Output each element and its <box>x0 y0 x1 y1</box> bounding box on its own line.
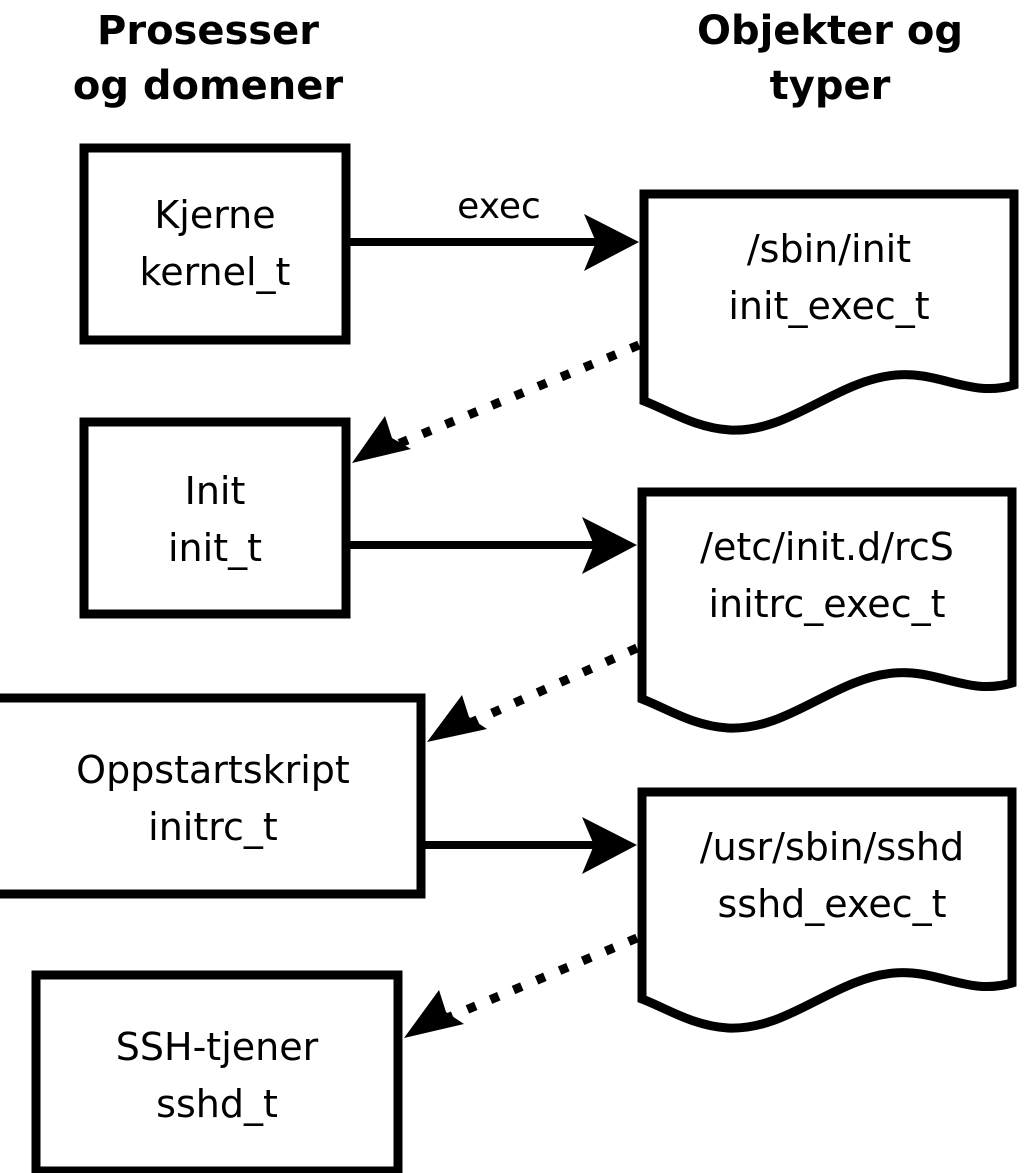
node-initrc-exec-line1: /etc/init.d/rcS <box>700 525 954 569</box>
edge-init-to-initrc-exec <box>350 517 637 574</box>
node-initrc-exec[interactable]: /etc/init.d/rcS initrc_exec_t <box>637 487 1017 733</box>
edge-line <box>468 643 639 728</box>
node-init-exec-document-shape[interactable] <box>639 189 1019 435</box>
node-init-exec-line1: /sbin/init <box>747 227 911 271</box>
edge-line <box>445 933 639 1023</box>
node-sshd-exec-document-shape[interactable] <box>637 787 1017 1033</box>
node-sshd[interactable]: SSH-tjener sshd_t <box>31 970 403 1173</box>
arrowhead-icon <box>584 214 639 271</box>
node-init-exec-line2: init_exec_t <box>728 284 929 328</box>
node-kernel-box[interactable] <box>79 143 351 345</box>
node-initrc-box[interactable] <box>0 693 426 899</box>
arrowhead-icon <box>582 517 637 574</box>
arrowhead-icon <box>404 990 464 1038</box>
node-sshd-box[interactable] <box>31 970 403 1173</box>
column-header-right-line2: typer <box>770 63 891 109</box>
arrowhead-icon <box>427 695 487 742</box>
node-sshd-exec-line2: sshd_exec_t <box>717 882 946 926</box>
edge-line <box>391 340 641 451</box>
edge-label-exec: exec <box>457 186 541 227</box>
node-initrc-exec-line2: initrc_exec_t <box>709 582 946 626</box>
node-init-box[interactable] <box>79 417 351 619</box>
node-initrc-exec-document-shape[interactable] <box>637 487 1017 733</box>
node-sshd-line1: SSH-tjener <box>116 1025 319 1069</box>
column-header-right-line1: Objekter og <box>697 8 963 54</box>
column-header-left: Prosesser og domener <box>73 8 344 109</box>
node-init[interactable]: Init init_t <box>79 417 351 619</box>
node-initrc[interactable]: Oppstartskript initrc_t <box>0 693 426 899</box>
node-sshd-exec-line1: /usr/sbin/sshd <box>700 825 964 869</box>
node-sshd-line2: sshd_t <box>156 1082 278 1126</box>
edge-sshd-exec-to-sshd <box>404 933 639 1038</box>
column-header-left-line1: Prosesser <box>97 8 319 54</box>
column-header-right: Objekter og typer <box>697 8 963 109</box>
edge-initrc-to-sshd-exec <box>425 817 637 874</box>
node-initrc-line1: Oppstartskript <box>76 748 350 792</box>
node-kernel[interactable]: Kjerne kernel_t <box>79 143 351 345</box>
node-init-exec[interactable]: /sbin/init init_exec_t <box>639 189 1019 435</box>
arrowhead-icon <box>582 817 637 874</box>
node-init-line1: Init <box>185 469 246 513</box>
column-header-left-line2: og domener <box>73 63 344 109</box>
node-kernel-line2: kernel_t <box>140 250 291 294</box>
node-init-line2: init_t <box>168 526 262 570</box>
edge-kernel-to-init-exec: exec <box>350 186 639 271</box>
arrowhead-icon <box>352 416 411 463</box>
edge-init-exec-to-init <box>352 340 641 463</box>
node-sshd-exec[interactable]: /usr/sbin/sshd sshd_exec_t <box>637 787 1017 1033</box>
node-initrc-line2: initrc_t <box>148 805 278 849</box>
edge-initrc-exec-to-initrc <box>427 643 639 742</box>
node-kernel-line1: Kjerne <box>154 193 275 237</box>
